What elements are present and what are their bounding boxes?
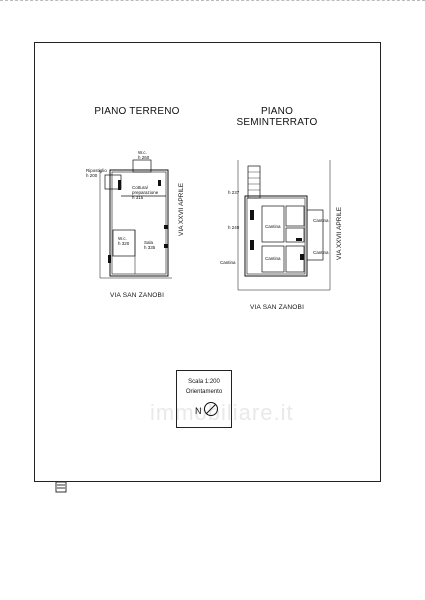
label-sala-name: Sala <box>144 240 154 245</box>
street-san-zanobi-semi: VIA SAN ZANOBI <box>250 304 305 311</box>
label-cantina-c: Cantina <box>265 256 281 261</box>
label-cottura: Cottura/ preparazione h 315 <box>132 185 158 200</box>
label-wc-bottom-height: h 320 <box>118 241 130 246</box>
label-cantina-b: Cantina <box>313 218 329 223</box>
scale-label: Scala 1:200 <box>188 379 220 385</box>
label-wc-top-name: W.c. <box>138 150 147 155</box>
label-cantina-e: Cantina <box>313 250 329 255</box>
label-sala: Sala h 335 <box>144 240 155 250</box>
label-ripostiglio: Ripostiglio h 200 <box>86 168 107 178</box>
north-letter: N <box>195 406 202 416</box>
label-ripostiglio-height: h 200 <box>86 173 98 178</box>
label-wc-top-height: h 260 <box>138 155 150 160</box>
street-san-zanobi-terreno: VIA SAN ZANOBI <box>110 292 165 299</box>
label-ripostiglio-name: Ripostiglio <box>86 168 107 173</box>
label-wc-bottom-name: W.c. <box>118 236 127 241</box>
label-wc-bottom: W.c. h 320 <box>118 236 129 246</box>
drawing-frame <box>34 42 381 482</box>
watermark: immobiliare.it <box>150 400 294 425</box>
top-scan-edge <box>0 0 425 1</box>
label-h237: h 237 <box>228 190 240 195</box>
title-semi-line1: PIANO <box>260 106 294 117</box>
label-cottura-height: h 315 <box>132 195 144 200</box>
label-cottura-line1: Cottura/ <box>132 185 149 190</box>
title-piano-seminterrato: PIANO SEMINTERRATO <box>227 106 327 128</box>
label-wc-top: W.c. h 260 <box>138 150 149 160</box>
legend-box: Scala 1:200 Orientamento N <box>176 370 232 428</box>
label-sala-height: h 335 <box>144 245 156 250</box>
label-cantina-d: Cantina <box>220 260 236 265</box>
orientation-label: Orientamento <box>185 389 223 395</box>
street-xxvii-aprile-semi: VIA XXVII APRILE <box>336 206 343 260</box>
stamp-icon <box>55 481 67 493</box>
title-piano-terreno: PIANO TERRENO <box>94 106 180 117</box>
label-h240: h 240 <box>228 225 240 230</box>
label-cottura-line2: preparazione <box>132 190 159 195</box>
north-compass-icon <box>204 402 218 416</box>
label-cantina-a: Cantina <box>265 224 281 229</box>
street-xxvii-aprile-terreno: VIA XXVII APRILE <box>178 182 185 236</box>
title-semi-line2: SEMINTERRATO <box>236 117 318 128</box>
